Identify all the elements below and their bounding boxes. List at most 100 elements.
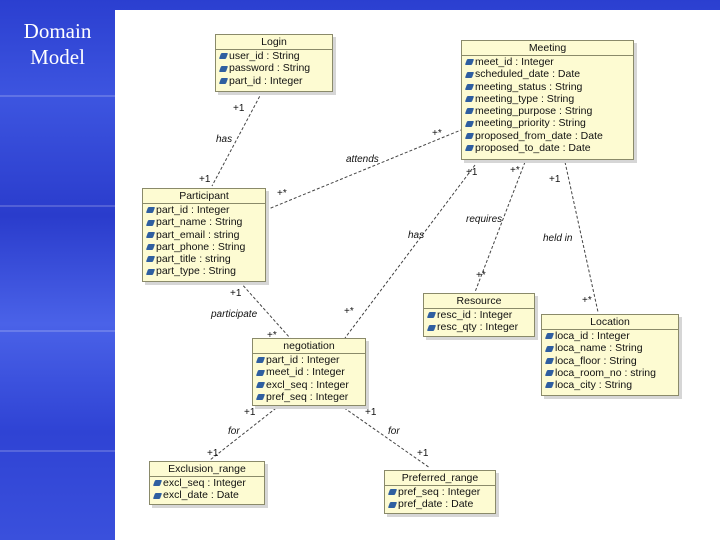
class-attr: part_id : Integer [253, 354, 365, 366]
attribute-icon [255, 381, 266, 388]
class-meeting: Meeting meet_id : Integer scheduled_date… [461, 40, 634, 160]
background-streak [0, 95, 115, 97]
attribute-icon [145, 219, 156, 226]
attribute-icon [387, 489, 398, 496]
assoc-label-negotiation-exclusion: for [228, 426, 240, 437]
attribute-icon [255, 394, 266, 401]
attribute-icon [255, 369, 266, 376]
class-attr: pref_seq : Integer [253, 391, 365, 403]
multiplicity: +1 [244, 407, 256, 418]
multiplicity: +1 [466, 167, 478, 178]
background-streak [0, 330, 115, 332]
attribute-icon [145, 268, 156, 275]
background-streak [0, 205, 115, 207]
attribute-icon [426, 324, 437, 331]
attribute-icon [544, 333, 555, 340]
attribute-icon [464, 120, 475, 127]
class-attr: loca_id : Integer [542, 330, 678, 342]
class-resource: Resource resc_id : Integer resc_qty : In… [423, 293, 535, 337]
attribute-icon [255, 357, 266, 364]
class-login: Login user_id : String password : String… [215, 34, 333, 92]
attribute-icon [152, 492, 163, 499]
class-attr: meeting_purpose : String [462, 105, 633, 117]
class-attr: password : String [216, 62, 332, 74]
multiplicity: +1 [207, 448, 219, 459]
attribute-icon [218, 65, 229, 72]
class-attr: part_phone : String [143, 241, 265, 253]
attribute-icon [544, 382, 555, 389]
attribute-icon [218, 53, 229, 60]
multiplicity: +* [476, 270, 486, 281]
assoc-label-meeting-location: held in [543, 233, 573, 244]
attribute-icon [544, 345, 555, 352]
class-name: Participant [143, 189, 265, 204]
assoc-label-participant-meeting: attends [346, 154, 379, 165]
attribute-icon [464, 59, 475, 66]
multiplicity: +* [344, 306, 354, 317]
attribute-icon [544, 370, 555, 377]
class-attr: excl_date : Date [150, 489, 264, 501]
class-attr: excl_seq : Integer [253, 379, 365, 391]
attribute-icon [426, 312, 437, 319]
multiplicity: +* [277, 188, 287, 199]
assoc-line-meeting-resource [474, 161, 526, 293]
multiplicity: +1 [365, 407, 377, 418]
class-name: negotiation [253, 339, 365, 354]
attribute-icon [464, 83, 475, 90]
class-name: Login [216, 35, 332, 50]
class-name: Location [542, 315, 678, 330]
multiplicity: +1 [230, 288, 242, 299]
class-attr: loca_floor : String [542, 355, 678, 367]
multiplicity: +1 [233, 103, 245, 114]
class-participant: Participant part_id : Integer part_name … [142, 188, 266, 282]
class-attr: pref_seq : Integer [385, 486, 495, 498]
assoc-line-login-participant [211, 91, 263, 187]
class-attr: part_email : string [143, 229, 265, 241]
attribute-icon [464, 96, 475, 103]
slide-title: Domain Model [10, 18, 105, 70]
attribute-icon [464, 145, 475, 152]
multiplicity: +1 [417, 448, 429, 459]
class-attr: part_id : Integer [216, 75, 332, 87]
class-attr: part_title : string [143, 253, 265, 265]
class-name: Resource [424, 294, 534, 309]
assoc-line-negotiation-preferred [339, 404, 431, 469]
attribute-icon [145, 256, 156, 263]
assoc-line-participant-negotiation [239, 281, 291, 339]
slide-title-line2: Model [30, 45, 85, 69]
attribute-icon [464, 108, 475, 115]
class-attr: resc_qty : Integer [424, 321, 534, 333]
multiplicity: +* [582, 295, 592, 306]
class-attr: proposed_to_date : Date [462, 142, 633, 154]
class-location: Location loca_id : Integer loca_name : S… [541, 314, 679, 396]
assoc-line-meeting-location [564, 161, 599, 313]
class-attr: meet_id : Integer [462, 56, 633, 68]
attribute-icon [218, 77, 229, 84]
class-attr: resc_id : Integer [424, 309, 534, 321]
assoc-label-negotiation-preferred: for [388, 426, 400, 437]
class-attr: loca_room_no : string [542, 367, 678, 379]
class-name: Preferred_range [385, 471, 495, 486]
assoc-line-meeting-negotiation [344, 164, 476, 339]
multiplicity: +* [267, 330, 277, 341]
assoc-label-meeting-negotiation: has [408, 230, 425, 241]
assoc-label-login-participant: has [216, 134, 233, 145]
class-attr: loca_city : String [542, 379, 678, 391]
class-attr: part_name : String [143, 216, 265, 228]
class-name: Exclusion_range [150, 462, 264, 477]
background-streak [0, 450, 115, 452]
assoc-line-participant-meeting [265, 129, 462, 211]
class-attr: part_id : Integer [143, 204, 265, 216]
attribute-icon [464, 71, 475, 78]
class-name: Meeting [462, 41, 633, 56]
class-attr: user_id : String [216, 50, 332, 62]
class-preferred-range: Preferred_range pref_seq : Integer pref_… [384, 470, 496, 514]
class-attr: proposed_from_date : Date [462, 130, 633, 142]
multiplicity: +* [432, 128, 442, 139]
class-attr: excl_seq : Integer [150, 477, 264, 489]
multiplicity: +1 [199, 174, 211, 185]
class-attr: meeting_priority : String [462, 117, 633, 129]
class-negotiation: negotiation part_id : Integer meet_id : … [252, 338, 366, 406]
class-attr: scheduled_date : Date [462, 68, 633, 80]
